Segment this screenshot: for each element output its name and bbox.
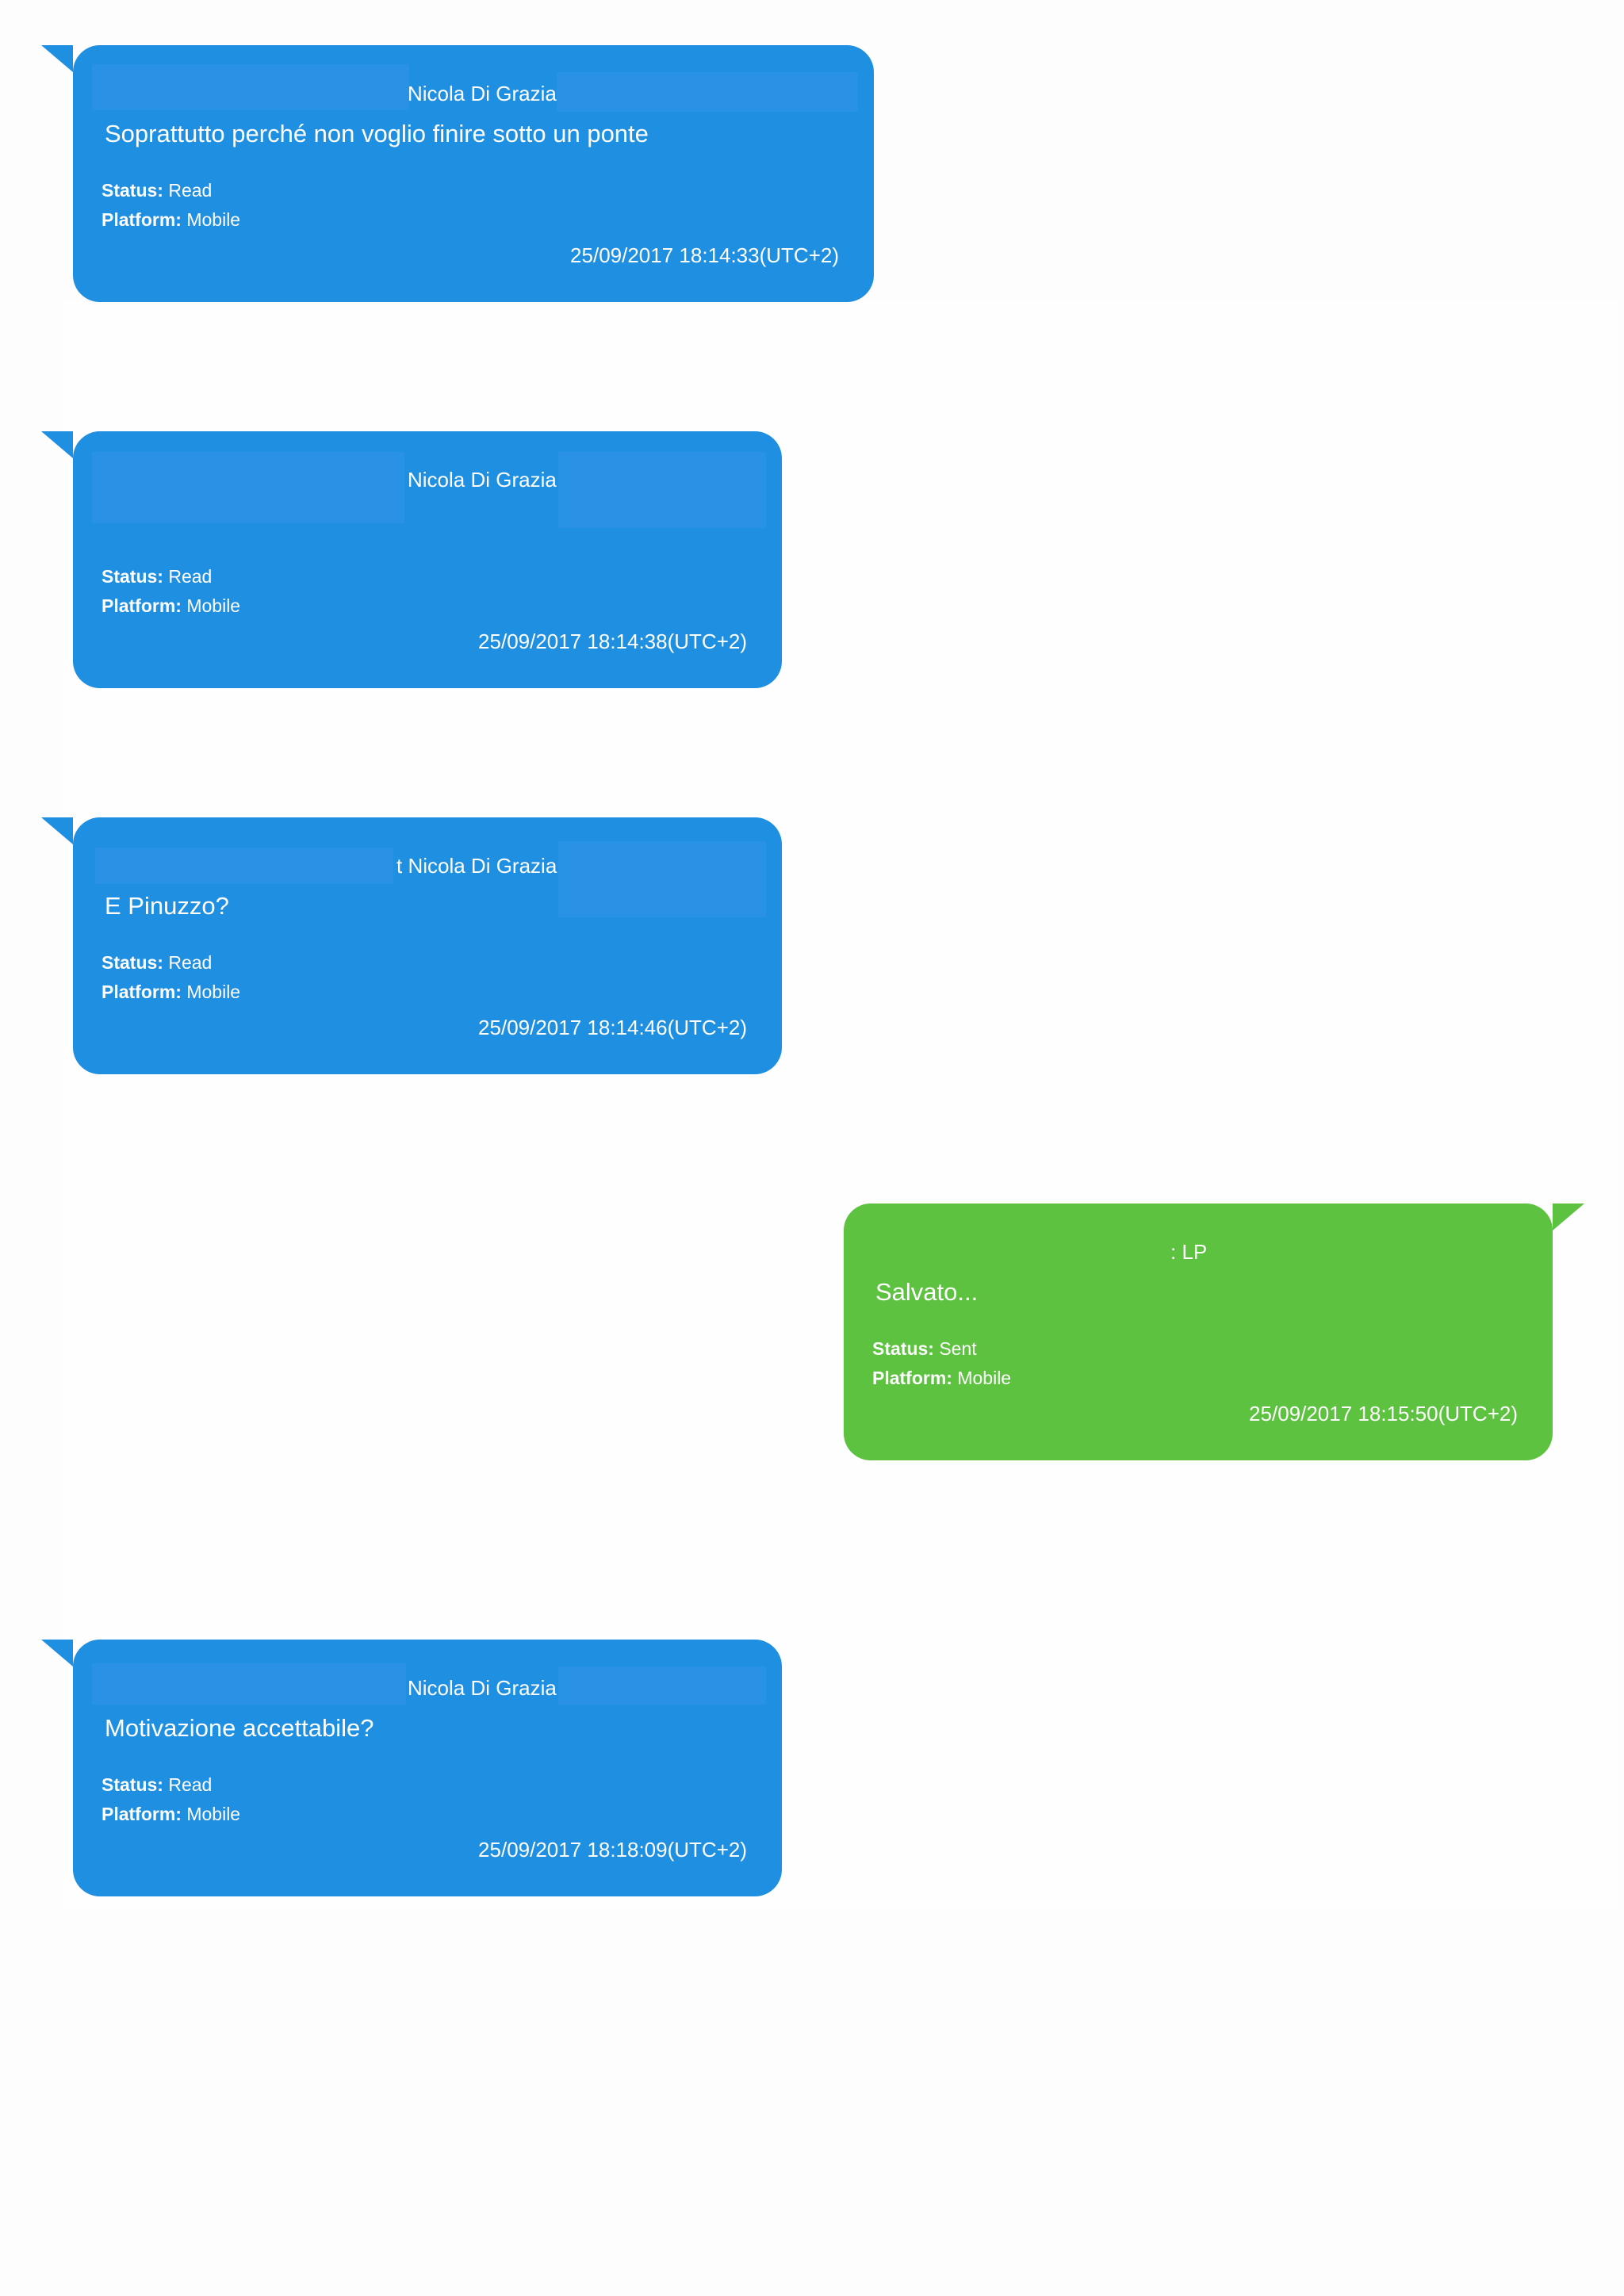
status-label: Status: <box>102 1774 163 1795</box>
platform-line: Platform: Mobile <box>102 208 240 232</box>
message-timestamp: 25/09/2017 18:14:46(UTC+2) <box>478 1016 747 1039</box>
redaction-box <box>95 848 393 884</box>
message-timestamp: 25/09/2017 18:15:50(UTC+2) <box>1249 1402 1518 1425</box>
message-bubble-outgoing[interactable]: : LP Salvato... Status: Sent Platform: M… <box>844 1203 1584 1460</box>
sender-name: t Nicola Di Grazia <box>396 854 557 878</box>
status-value: Read <box>168 952 213 973</box>
sender-name: : LP <box>1170 1240 1208 1264</box>
platform-value: Mobile <box>186 209 241 230</box>
bubble-tail <box>41 817 73 844</box>
redaction-box <box>92 64 409 110</box>
status-value: Sent <box>939 1338 977 1359</box>
status-label: Status: <box>102 180 163 201</box>
message-timestamp: 25/09/2017 18:14:33(UTC+2) <box>570 243 839 267</box>
status-label: Status: <box>872 1338 934 1359</box>
platform-line: Platform: Mobile <box>102 1802 240 1826</box>
message-bubble-incoming[interactable]: Nicola Di Grazia Soprattutto perché non … <box>41 45 874 302</box>
status-line: Status: Read <box>102 1773 212 1797</box>
platform-value: Mobile <box>186 1804 241 1824</box>
redaction-box <box>558 452 766 528</box>
status-line: Status: Read <box>102 951 212 974</box>
redaction-box <box>92 452 404 523</box>
redaction-box <box>558 1667 766 1705</box>
message-bubble-incoming[interactable]: Nicola Di Grazia Status: Read Platform: … <box>41 431 782 688</box>
redaction-box <box>558 841 766 917</box>
platform-label: Platform: <box>872 1368 952 1388</box>
status-label: Status: <box>102 952 163 973</box>
bubble-tail <box>41 45 73 72</box>
status-line: Status: Read <box>102 564 212 588</box>
message-timestamp: 25/09/2017 18:14:38(UTC+2) <box>478 629 747 653</box>
message-bubble-incoming[interactable]: t Nicola Di Grazia E Pinuzzo? Status: Re… <box>41 817 782 1074</box>
platform-value: Mobile <box>957 1368 1012 1388</box>
message-text: Salvato... <box>875 1278 979 1306</box>
bubble-tail <box>1553 1203 1584 1230</box>
sender-name: Nicola Di Grazia <box>408 1676 557 1700</box>
platform-label: Platform: <box>102 595 182 616</box>
redaction-box <box>557 72 858 112</box>
message-timestamp: 25/09/2017 18:18:09(UTC+2) <box>478 1838 747 1862</box>
status-line: Status: Read <box>102 178 212 202</box>
redaction-box <box>92 1663 406 1705</box>
status-value: Read <box>168 1774 213 1795</box>
platform-label: Platform: <box>102 209 182 230</box>
message-text: Soprattutto perché non voglio finire sot… <box>105 120 649 147</box>
platform-line: Platform: Mobile <box>102 980 240 1004</box>
bubble-tail <box>41 1640 73 1667</box>
platform-label: Platform: <box>102 982 182 1002</box>
message-bubble-incoming[interactable]: Nicola Di Grazia Motivazione accettabile… <box>41 1640 782 1896</box>
platform-line: Platform: Mobile <box>872 1366 1011 1390</box>
status-value: Read <box>168 180 213 201</box>
sender-name: Nicola Di Grazia <box>408 468 557 492</box>
sender-name: Nicola Di Grazia <box>408 82 557 105</box>
bubble-tail <box>41 431 73 458</box>
status-line: Status: Sent <box>872 1337 977 1360</box>
status-value: Read <box>168 566 213 587</box>
message-text: Motivazione accettabile? <box>105 1714 374 1742</box>
platform-value: Mobile <box>186 982 241 1002</box>
status-label: Status: <box>102 566 163 587</box>
platform-line: Platform: Mobile <box>102 594 240 618</box>
platform-label: Platform: <box>102 1804 182 1824</box>
platform-value: Mobile <box>186 595 241 616</box>
message-text: E Pinuzzo? <box>105 892 229 920</box>
